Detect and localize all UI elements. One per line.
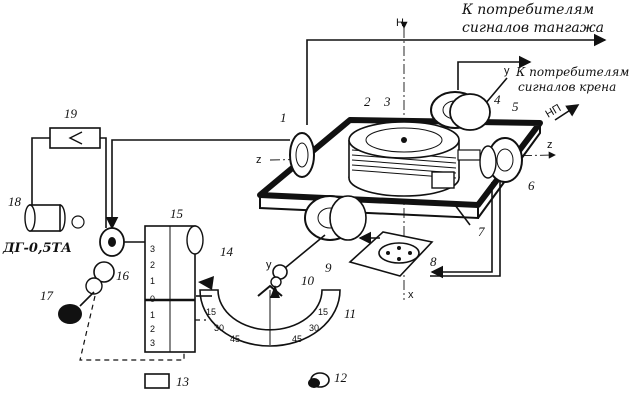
callout-19: 19 <box>64 106 78 121</box>
arc-left-15: 15 <box>206 307 216 317</box>
roll-consumers-line1: К потребителям <box>515 65 629 79</box>
callout-2: 2 <box>364 94 371 109</box>
frame-box <box>431 171 455 189</box>
callout-10: 10 <box>301 273 315 288</box>
wire-6-8 <box>430 182 493 279</box>
drum-mark-2b: 2 <box>150 324 155 334</box>
arc-right-30: 30 <box>309 323 319 333</box>
drum-mark-0: 0 <box>150 294 155 304</box>
callout-18: 18 <box>8 194 22 209</box>
torque-motor-9 <box>304 195 367 241</box>
axis-h-label: Н <box>396 17 404 29</box>
shaft-9-10 <box>284 234 326 269</box>
axis-z-left-label: z <box>256 154 262 166</box>
sensor-6 <box>457 137 523 183</box>
sensor-18 <box>24 204 85 232</box>
pitch-signal-line <box>306 33 607 125</box>
gear-16 <box>85 227 125 295</box>
pitch-drum-15 <box>144 225 204 353</box>
wire-19-16 <box>100 137 107 228</box>
amplifier-19 <box>49 127 101 149</box>
callout-11: 11 <box>344 306 356 321</box>
drum-mark-3b: 3 <box>150 338 155 348</box>
axis-np-label: НП <box>544 102 564 120</box>
callout-6: 6 <box>528 178 535 193</box>
callout-8: 8 <box>430 254 437 269</box>
axis-y-lower-label: у <box>266 259 272 271</box>
callout-13: 13 <box>176 374 190 389</box>
wire-19-18 <box>31 137 50 205</box>
callout-1: 1 <box>280 110 287 125</box>
bracket-7 <box>454 204 471 226</box>
arc-left-30: 30 <box>214 323 224 333</box>
axis-y-label: у <box>504 65 510 77</box>
axis-x-label: x <box>408 289 414 301</box>
sensor-1 <box>289 132 315 178</box>
pointer-14 <box>198 276 214 290</box>
callout-numbers: 1 2 3 4 5 6 7 8 9 10 11 12 13 14 15 16 1… <box>8 92 535 389</box>
callout-15: 15 <box>170 206 184 221</box>
callout-3: 3 <box>383 94 391 109</box>
plate-8 <box>348 231 434 277</box>
callout-12: 12 <box>334 370 348 385</box>
callout-17: 17 <box>40 288 54 303</box>
callout-4: 4 <box>494 92 501 107</box>
np-arrow <box>554 104 580 121</box>
drum-mark-2a: 2 <box>150 260 155 270</box>
callout-7: 7 <box>478 224 485 239</box>
knob-12 <box>308 372 330 388</box>
drum-mark-1a: 1 <box>150 276 155 286</box>
arc-right-15: 15 <box>318 307 328 317</box>
wire-1-16 <box>105 139 290 230</box>
bank-scale-11 <box>199 284 341 347</box>
arc-left-45: 45 <box>230 334 240 344</box>
dashed-link-17 <box>79 295 185 361</box>
pitch-consumers-line2: сигналов тангажа <box>462 20 604 36</box>
callout-16: 16 <box>116 268 130 283</box>
pendulum-10 <box>270 264 288 298</box>
drum-mark-3a: 3 <box>150 244 155 254</box>
roll-signal-line <box>457 55 532 90</box>
roll-consumers-line2: сигналов крена <box>518 80 616 94</box>
axis-z-label: z <box>547 139 553 151</box>
callout-14: 14 <box>220 244 234 259</box>
sensor-18-label: ДГ-0,5ТА <box>2 241 72 256</box>
knob-17 <box>58 291 95 324</box>
callout-5: 5 <box>512 99 519 114</box>
pitch-consumers-line1: К потребителям <box>461 2 594 18</box>
callout-9: 9 <box>325 260 332 275</box>
block-13 <box>144 373 170 389</box>
torque-motor-4 <box>430 91 491 131</box>
arc-right-45: 45 <box>292 334 302 344</box>
drum-mark-1b: 1 <box>150 310 155 320</box>
wire-6-8b <box>430 182 501 277</box>
